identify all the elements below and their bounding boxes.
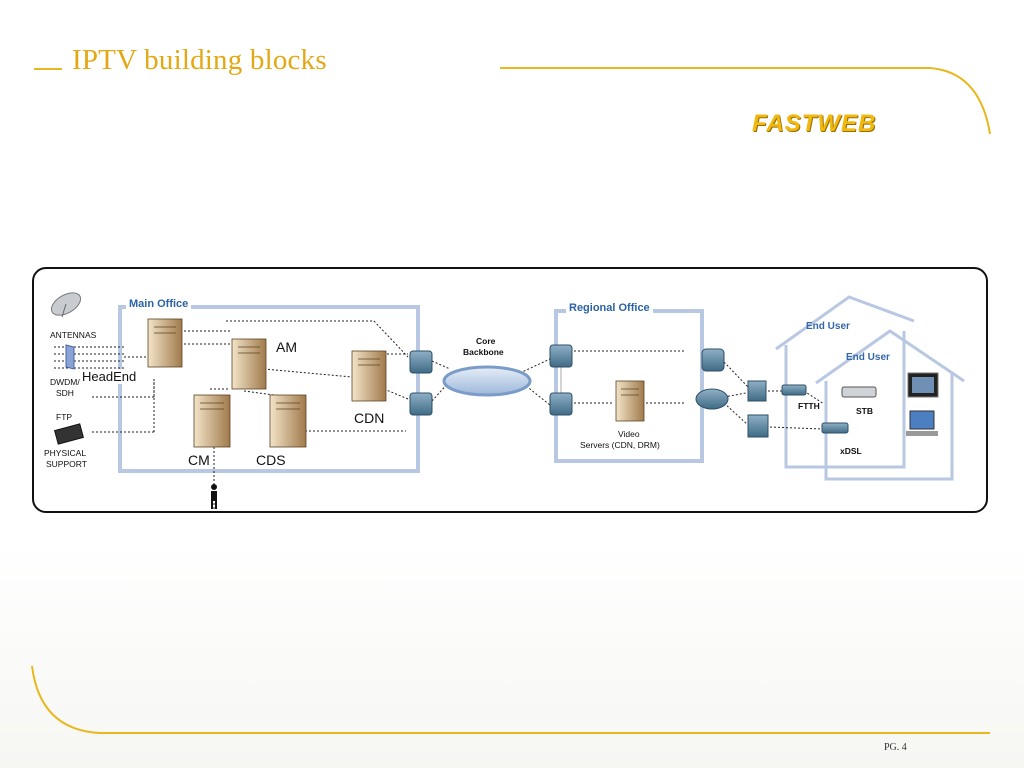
server-cm <box>193 394 231 448</box>
fastweb-logo: FASTWEB <box>752 110 877 137</box>
video-label: Video <box>618 429 640 439</box>
ftth-label: FTTH <box>798 401 820 411</box>
operator-person-icon <box>211 484 217 509</box>
end-user-title-outer: End User <box>806 321 850 332</box>
router-regional-top <box>549 344 573 368</box>
access-router <box>695 388 729 410</box>
server-headend <box>147 318 183 368</box>
physical-label: PHYSICAL <box>44 448 87 458</box>
sdh-label: SDH <box>56 388 74 398</box>
server-cds <box>269 394 307 448</box>
regional-office-title: Regional Office <box>566 302 653 314</box>
core-label: Core <box>476 336 496 346</box>
cdn-label: CDN <box>354 410 385 426</box>
backbone-links <box>431 350 825 430</box>
support-label: SUPPORT <box>46 459 87 469</box>
end-user-house-outer <box>775 295 915 469</box>
server-video <box>615 380 645 422</box>
page-number: PG. 4 <box>884 742 907 753</box>
antennas-label: ANTENNAS <box>50 330 97 340</box>
ftth-node <box>747 380 767 402</box>
source-links <box>54 346 155 433</box>
end-user-title-inner: End User <box>846 352 890 363</box>
cds-label: CDS <box>256 452 286 468</box>
backbone-label: Backbone <box>463 347 504 357</box>
router-main-top <box>409 350 433 374</box>
server-cdn <box>351 350 387 402</box>
server-am <box>231 338 267 390</box>
dwdm-icon <box>65 344 75 370</box>
pc-icon <box>906 410 938 436</box>
headend-label: HeadEnd <box>82 369 137 384</box>
main-office-zone <box>118 305 420 473</box>
xdsl-modem <box>821 422 849 434</box>
ftp-label: FTP <box>56 412 73 422</box>
end-user-house-inner <box>815 329 965 481</box>
video-servers-label: Servers (CDN, DRM) <box>580 440 660 450</box>
physical-support-icon <box>54 423 84 445</box>
router-main-bottom <box>409 392 433 416</box>
stb-label: STB <box>856 406 873 416</box>
slide-title: IPTV building blocks <box>72 44 327 76</box>
dwdm-label: DWDM/ <box>50 377 80 387</box>
title-dash <box>34 68 62 70</box>
diagram-graphics <box>50 292 965 511</box>
iptv-diagram: Main Office Regional Office End User End… <box>32 267 988 513</box>
core-backbone-ring <box>442 365 532 397</box>
router-regional-bottom <box>549 392 573 416</box>
am-label: AM <box>276 339 297 355</box>
main-office-title: Main Office <box>126 298 192 310</box>
antenna-icon <box>50 292 82 318</box>
ftth-modem <box>781 384 807 396</box>
stb-box <box>841 386 877 398</box>
slide-background-gradient <box>0 540 1024 768</box>
cm-label: CM <box>188 452 210 468</box>
dslam <box>747 414 769 438</box>
tv-icon <box>907 372 939 398</box>
access-switch <box>701 348 725 372</box>
xdsl-label: xDSL <box>840 446 862 456</box>
